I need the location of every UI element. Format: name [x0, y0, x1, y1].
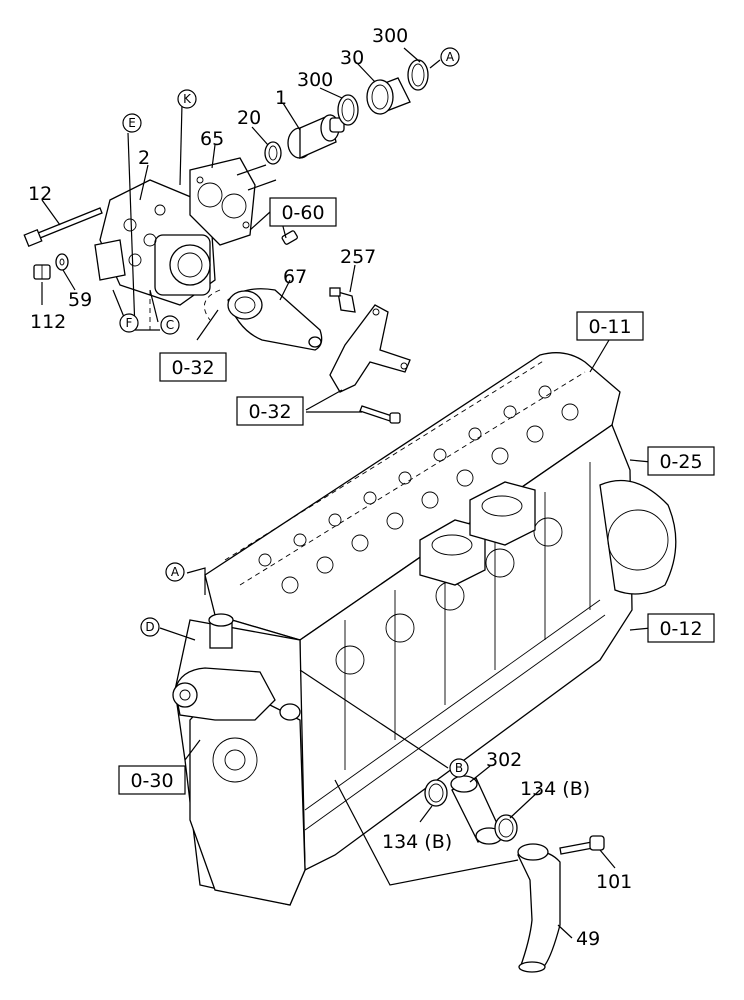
callout-letter: A	[171, 565, 180, 579]
ref-label: 0-12	[659, 618, 702, 640]
part-number-59: 59	[68, 289, 92, 311]
leader-lines	[41, 47, 652, 939]
bolt-12	[23, 207, 103, 248]
circle-callout-a-top: A	[440, 47, 460, 67]
ref-label: 0-32	[248, 401, 291, 423]
ref-label: 0-25	[659, 451, 702, 473]
sleeve-30	[366, 77, 411, 115]
water-pipe-67	[227, 288, 323, 351]
bolt-101	[559, 835, 605, 855]
ref-label: 0-32	[171, 357, 214, 379]
pipe-gasket-outline	[203, 289, 221, 321]
part-number-2: 2	[138, 147, 150, 169]
circle-callout-f: F	[119, 313, 139, 333]
hose-302	[450, 775, 503, 845]
gasket-65	[189, 157, 256, 246]
part-number-101: 101	[596, 871, 632, 893]
ref-label: 0-11	[588, 316, 631, 338]
circle-callout-b: B	[449, 758, 469, 778]
clamp-134-right	[494, 814, 518, 842]
circle-callout-c: C	[160, 315, 180, 335]
sensor-257	[329, 287, 356, 313]
part-number-67: 67	[283, 266, 307, 288]
part-number-134-right: 134 (B)	[520, 778, 590, 800]
cylinder-block	[172, 352, 677, 906]
washer-59	[55, 253, 69, 271]
ref-box-0-11[interactable]: 0-11	[576, 311, 644, 341]
callout-letter: E	[128, 116, 136, 130]
bracket	[329, 304, 411, 393]
seal-ring-20	[264, 141, 282, 165]
callout-letter: K	[183, 92, 192, 106]
clamp-134-left	[424, 779, 448, 807]
circle-callout-k: K	[177, 89, 197, 109]
callout-letter: D	[145, 620, 154, 634]
ref-box-0-32-bottom[interactable]: 0-32	[236, 396, 304, 426]
sensor-small	[281, 230, 298, 245]
part-number-134-left: 134 (B)	[382, 831, 452, 853]
part-number-302: 302	[486, 749, 522, 771]
part-number-300: 300	[297, 69, 333, 91]
ref-box-0-12[interactable]: 0-12	[647, 613, 715, 643]
thermostat-housing	[94, 179, 216, 306]
part-number-65: 65	[200, 128, 224, 150]
part-number-30: 30	[340, 47, 364, 69]
callout-letter: F	[126, 316, 133, 330]
water-pipe-49	[517, 843, 561, 973]
ref-box-0-30[interactable]: 0-30	[118, 765, 186, 795]
circle-callout-d: D	[140, 617, 160, 637]
circle-callout-a-side: A	[165, 562, 185, 582]
part-number-257: 257	[340, 246, 376, 268]
bracket-bolt	[359, 405, 401, 424]
ref-box-0-60[interactable]: 0-60	[269, 197, 337, 227]
part-number-12: 12	[28, 183, 52, 205]
callout-letter: C	[166, 318, 174, 332]
callout-letter: A	[446, 50, 455, 64]
ring-300-inner	[337, 94, 359, 126]
circle-callout-e: E	[122, 113, 142, 133]
part-number-49: 49	[576, 928, 600, 950]
ring-300-outer	[407, 59, 429, 91]
ref-box-0-25[interactable]: 0-25	[647, 446, 715, 476]
ref-label: 0-30	[130, 770, 173, 792]
plug-112	[33, 264, 51, 280]
part-number-300-top: 300	[372, 25, 408, 47]
ref-label: 0-60	[281, 202, 324, 224]
callout-letter: B	[455, 761, 463, 775]
part-number-20: 20	[237, 107, 261, 129]
ref-box-0-32-left[interactable]: 0-32	[159, 352, 227, 382]
part-number-1: 1	[275, 87, 287, 109]
part-number-112: 112	[30, 311, 66, 333]
thermostat-1	[287, 114, 345, 160]
